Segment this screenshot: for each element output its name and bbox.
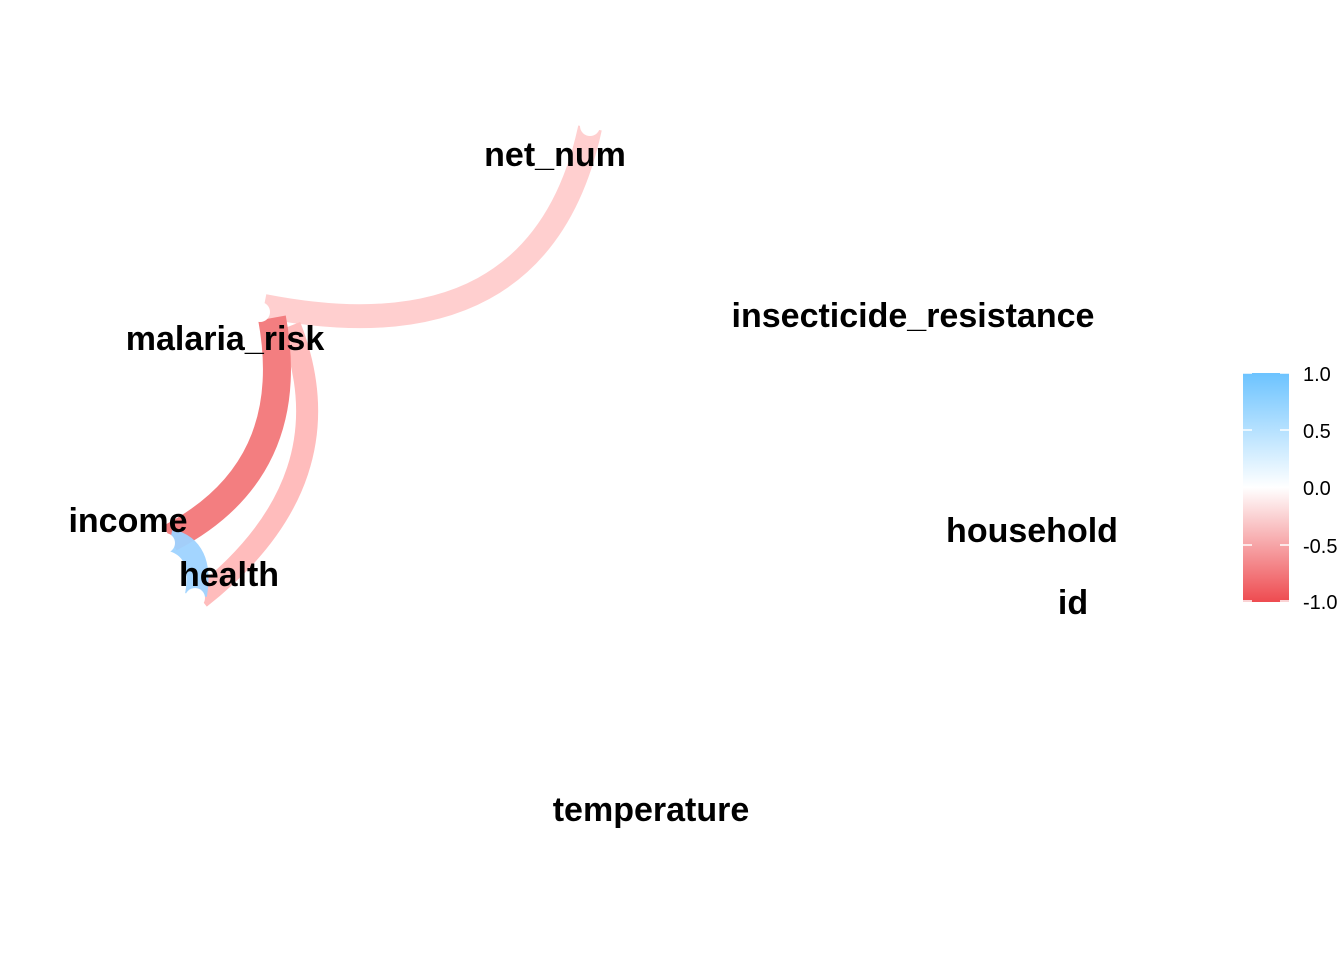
legend-tick-marks	[1243, 372, 1289, 602]
node-label-insecticide-resistance: insecticide_resistance	[732, 297, 1095, 335]
node-marker-layer	[155, 116, 600, 608]
node-label-income: income	[68, 502, 187, 540]
legend-tick-label: 0.5	[1303, 421, 1331, 443]
node-label-household: household	[946, 512, 1118, 550]
node-label-malaria-risk: malaria_risk	[126, 320, 325, 358]
legend-tick-label: 1.0	[1303, 364, 1331, 386]
edge-layer	[163, 125, 602, 607]
edge-malaria-risk-health	[193, 322, 319, 607]
node-label-net-num: net_num	[484, 136, 626, 174]
legend-tick-label: -0.5	[1303, 536, 1337, 558]
edge-malaria-risk-income	[163, 315, 291, 551]
node-label-temperature: temperature	[553, 791, 750, 829]
correlation-legend: 1.0 0.5 0.0 -0.5 -1.0	[1243, 364, 1337, 614]
edge-income-health	[166, 529, 209, 597]
node-label-layer: net_num malaria_risk insecticide_resista…	[68, 136, 1117, 829]
node-marker-malaria-risk	[250, 302, 270, 322]
node-marker-net-num	[580, 116, 600, 136]
legend-tick-label: -1.0	[1303, 592, 1337, 614]
node-label-id: id	[1058, 584, 1088, 622]
edge-net-num-malaria-risk	[261, 125, 602, 329]
legend-tick-label: 0.0	[1303, 478, 1331, 500]
node-marker-health	[185, 588, 205, 608]
node-marker-income	[155, 533, 175, 553]
node-label-health: health	[179, 556, 279, 594]
